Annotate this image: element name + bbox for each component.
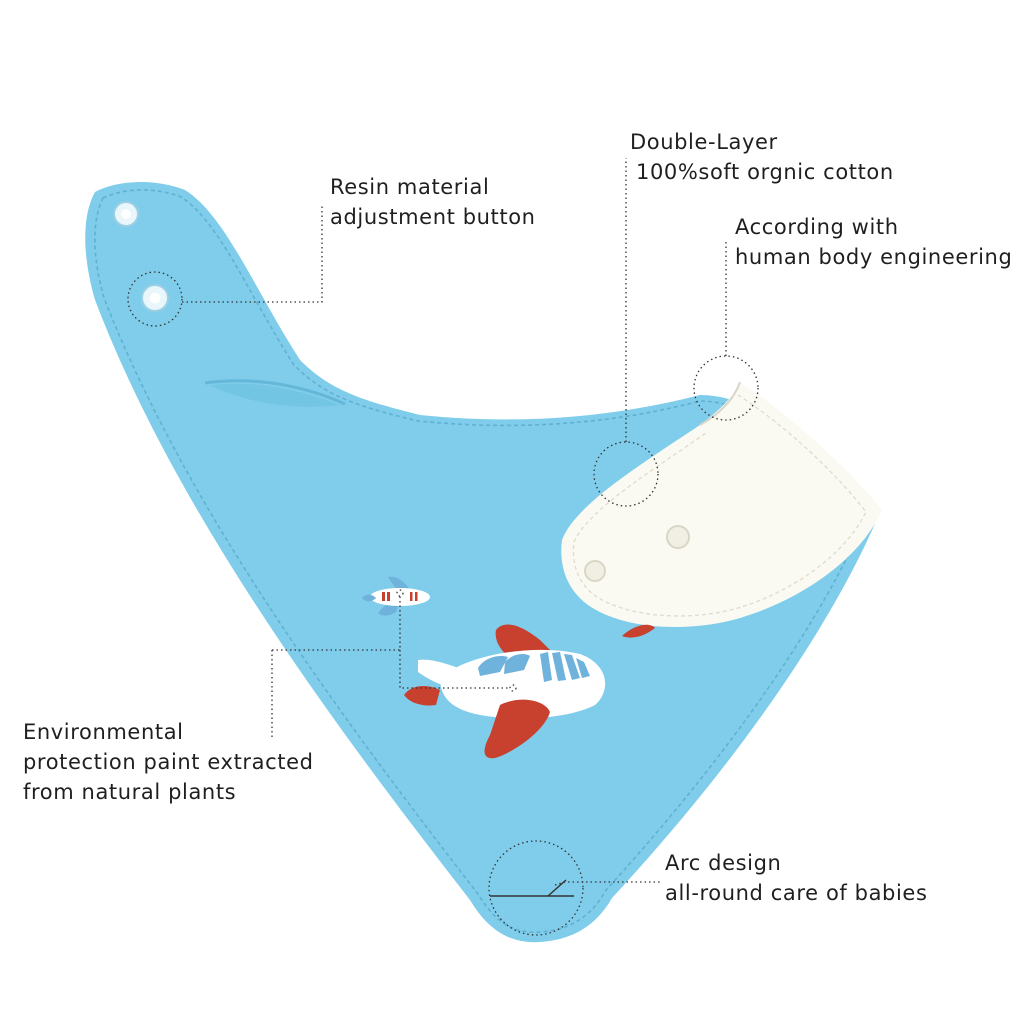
big-airplane [404,624,606,759]
leader-line-arc [554,881,660,886]
callout-circle-big-plane [509,684,517,692]
lining-flap [561,382,882,628]
callout-arc-design: Arc design all-round care of babies [665,848,927,908]
callout-double-layer-line1: Double-Layer [630,130,778,154]
callout-circle-small-plane [396,589,404,597]
callout-body-engineering: According with human body engineering [735,212,1012,272]
callout-circles [127,271,759,936]
leader-line-button [182,204,323,303]
lining-edge [699,381,741,426]
callout-paint: Environmental protection paint extracted… [23,717,314,807]
bib-seam [94,189,869,933]
callout-resin-button-line2: adjustment button [330,205,536,229]
fold-shadow [204,379,346,406]
callout-paint-line3: from natural plants [23,780,237,804]
leader-lines [182,158,727,886]
callout-paint-line1: Environmental [23,720,184,744]
callout-resin-button: Resin material adjustment button [330,172,536,232]
callout-body-engineering-line1: According with [735,215,899,239]
callout-circle-arc [488,840,584,936]
fold-shade [210,383,340,407]
lining-snap-2 [584,560,606,582]
callout-circle-engineering [693,355,759,421]
callout-body-engineering-line2: human body engineering [735,245,1013,269]
callout-resin-button-line1: Resin material [330,175,490,199]
callout-double-layer-line2: 100%soft orgnic cotton [636,160,894,184]
callout-paint-line2: protection paint extracted [23,750,314,774]
lining-snap-1 [666,525,690,549]
callout-arc-design-line1: Arc design [665,851,782,875]
callout-circle-button [127,271,183,327]
bib-body [85,181,880,943]
callout-circle-double-layer [593,441,659,507]
small-airplane [362,576,430,616]
callout-double-layer: Double-Layer 100%soft orgnic cotton [630,127,894,187]
arc-detail-lines [490,879,574,897]
callout-arc-design-line2: all-round care of babies [665,881,928,905]
hidden-wing [622,624,655,638]
lining-seam [572,394,867,617]
